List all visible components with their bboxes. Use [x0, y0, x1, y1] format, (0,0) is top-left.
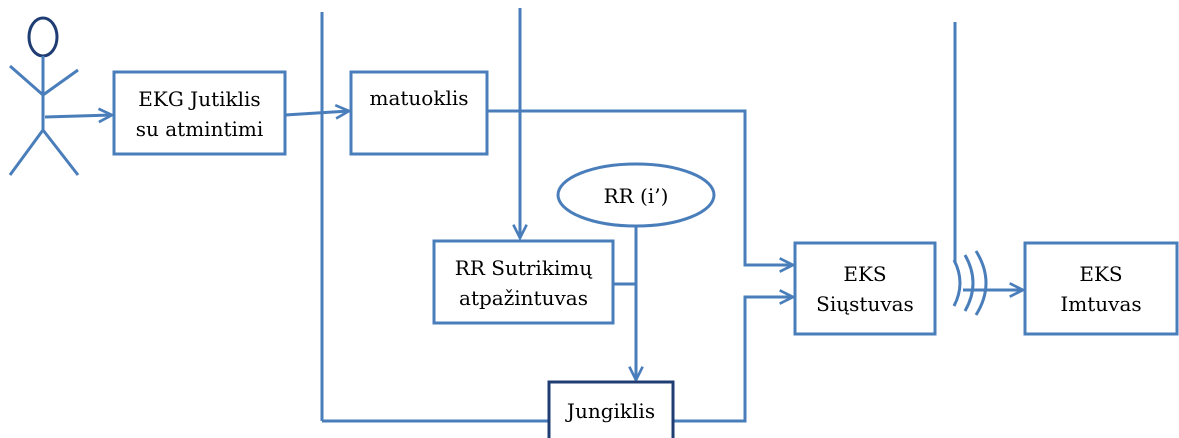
person-left-leg — [8, 129, 45, 176]
ekg-sensor-label-line1: EKG Jutiklis — [138, 87, 260, 111]
transmitter-label-line2: Siųstuvas — [816, 292, 914, 316]
wireless-signal-icon — [952, 250, 988, 316]
meter-label: matuoklis — [369, 86, 468, 110]
arrow-switch-to-transmitter — [673, 297, 793, 423]
person-head — [27, 16, 59, 58]
receiver-label-line2: Imtuvas — [1060, 292, 1141, 316]
meter-box — [349, 70, 489, 156]
signal-wave-1 — [952, 259, 962, 307]
person-right-leg — [41, 129, 80, 176]
rr-detector-box — [432, 239, 615, 325]
rr-detector-label-line1: RR Sutrikimų — [455, 256, 593, 280]
arrow-person-to-sensor — [44, 115, 112, 117]
rr-detector-node: RR Sutrikimų atpažintuvas — [432, 239, 615, 325]
ekg-sensor-node: EKG Jutiklis su atmintimi — [112, 70, 287, 156]
transmitter-box — [793, 241, 937, 336]
rr-node: RR (i’) — [556, 162, 716, 228]
arrow-sensor-to-meter — [284, 111, 349, 115]
signal-wave-3 — [974, 250, 988, 316]
switch-box — [547, 380, 675, 438]
signal-wave-2 — [963, 254, 975, 312]
connectors — [44, 8, 1023, 423]
switch-node: Jungiklis — [547, 380, 675, 438]
rr-ellipse — [556, 162, 716, 228]
receiver-node: EKS Imtuvas — [1023, 241, 1179, 336]
person-figure — [8, 16, 80, 176]
rr-detector-label-line2: atpažintuvas — [459, 286, 588, 310]
switch-label: Jungiklis — [565, 399, 655, 423]
ekg-sensor-label-line2: su atmintimi — [136, 117, 264, 141]
rr-label: RR (i’) — [604, 184, 669, 208]
receiver-box — [1023, 241, 1179, 336]
meter-node: matuoklis — [349, 70, 489, 156]
receiver-label-line1: EKS — [1079, 262, 1122, 286]
ekg-sensor-box — [112, 70, 287, 156]
arrow-meter-to-transmitter — [487, 109, 793, 265]
transmitter-label-line1: EKS — [843, 262, 886, 286]
person-left-arm — [9, 64, 44, 97]
person-right-arm — [42, 68, 79, 97]
transmitter-node: EKS Siųstuvas — [793, 241, 937, 336]
